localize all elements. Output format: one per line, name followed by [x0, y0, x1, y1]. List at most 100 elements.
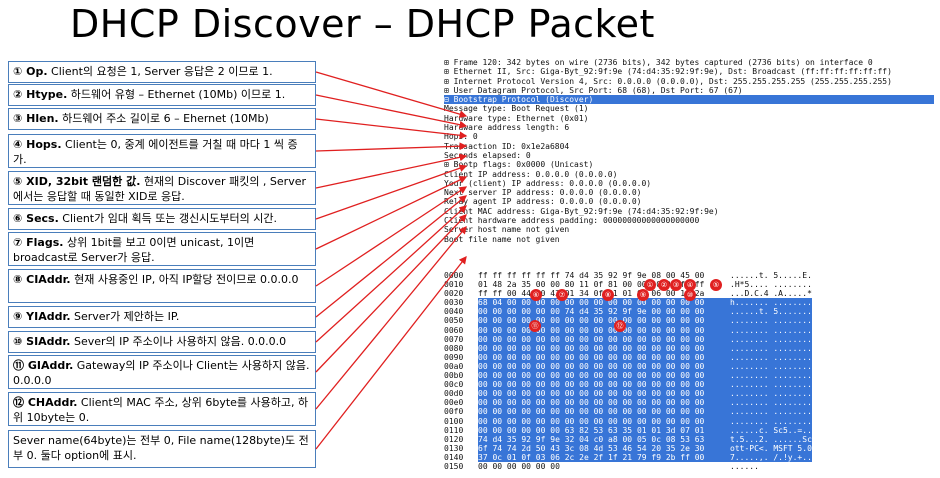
tree-item[interactable]: ⊟ Bootstrap Protocol (Discover) [444, 95, 934, 105]
tree-item[interactable]: Next server IP address: 0.0.0.0 (0.0.0.0… [444, 188, 642, 198]
field-description: Client의 요청은 1, Server 응답은 2 이므로 1. [47, 65, 273, 78]
tree-item[interactable]: Boot file name not given [444, 234, 560, 244]
tree-item[interactable]: Your (client) IP address: 0.0.0.0 (0.0.0… [444, 178, 652, 188]
tree-item[interactable]: Client IP address: 0.0.0.0 (0.0.0.0) [444, 169, 618, 179]
protocol-tree-pane[interactable]: ⊞ Frame 120: 342 bytes on wire (2736 bit… [444, 58, 934, 244]
hex-offset: 0020 [444, 289, 464, 299]
hex-bytes: ff ff ff ff ff ff 74 d4 35 92 9f 9e 08 0… [478, 271, 705, 280]
field-description: 현재 사용중인 IP, 아직 IP할당 전이므로 0.0.0.0 [70, 273, 299, 286]
byte-marker: ① [644, 279, 656, 291]
page-title: DHCP Discover – DHCP Packet [70, 2, 655, 46]
field-label: ⑧ CIAddr. [13, 273, 71, 286]
hex-offset: 00f0 [444, 407, 464, 417]
hex-offset: 0110 [444, 425, 464, 435]
hex-bytes: 00 00 00 00 00 00 00 00 00 00 00 00 00 0… [478, 352, 730, 362]
annotation-arrow [315, 176, 468, 250]
hex-offset: 0040 [444, 307, 464, 317]
hex-bytes: 00 00 00 00 00 00 00 00 00 00 00 00 00 0… [478, 398, 730, 408]
tree-item[interactable]: Hardware address length: 6 [444, 123, 570, 133]
annotation-arrow [315, 255, 467, 450]
field-description: Sever의 IP 주소이나 사용하지 않음. 0.0.0.0 [70, 335, 287, 348]
tree-item[interactable]: Relay agent IP address: 0.0.0.0 (0.0.0.0… [444, 197, 642, 207]
hex-ascii: t.5...2. ......Sc [730, 434, 812, 444]
field-box: ② Htype. 하드웨어 유형 – Ethernet (10Mb) 이므로 1… [8, 84, 316, 106]
hex-bytes: 00 00 00 00 00 00 00 00 00 00 00 00 00 0… [478, 316, 730, 326]
annotation-arrow [315, 71, 468, 118]
hex-offset: 00d0 [444, 389, 464, 399]
tree-item[interactable]: Seconds elapsed: 0 [444, 150, 531, 160]
hex-ascii: ........ ........ [730, 316, 812, 326]
hex-bytes: ff ff 00 44 00 43 01 34 0f 41 01 01 06 0… [478, 289, 705, 299]
tree-item[interactable]: Hardware type: Ethernet (0x01) [444, 113, 589, 123]
field-description: Client의 MAC 주소, 상위 6byte를 사용하고, 하위 10byt… [13, 396, 309, 424]
hex-ascii: ........ ........ [730, 398, 812, 408]
hex-row[interactable]: 00d0 00 00 00 00 00 00 00 00 00 00 00 00 … [444, 389, 812, 399]
byte-marker: ⑧ [602, 289, 614, 301]
tree-item[interactable]: Message type: Boot Request (1) [444, 104, 589, 114]
hex-offset: 0010 [444, 280, 464, 290]
field-label: ⑩ SIAddr. [13, 335, 71, 348]
hex-ascii: ........ ........ [730, 361, 812, 372]
tree-item[interactable]: Transaction ID: 0x1e2a6804 [444, 141, 570, 151]
hex-bytes: 00 00 00 00 00 00 00 00 00 00 00 00 00 0… [478, 380, 730, 390]
hex-row[interactable]: 0010 01 48 2a 35 00 00 80 11 0f 81 00 00 … [444, 280, 812, 289]
tree-item[interactable]: ⊞ Internet Protocol Version 4, Src: 0.0.… [444, 76, 892, 86]
field-box: ① Op. Client의 요청은 1, Server 응답은 2 이므로 1. [8, 61, 316, 83]
field-label: ② Htype. [13, 88, 68, 101]
tree-item[interactable]: ⊞ Ethernet II, Src: Giga-Byt_92:9f:9e (7… [444, 67, 892, 77]
hex-row[interactable]: 0020 ff ff 00 44 00 43 01 34 0f 41 01 01 … [444, 289, 812, 298]
hex-ascii: ...D.C.4 .A.....* [730, 289, 812, 299]
annotation-arrow [315, 214, 467, 373]
annotation-arrow [315, 118, 468, 140]
hex-offset: 0080 [444, 343, 464, 353]
annotation-arrow [315, 186, 468, 287]
tree-item[interactable]: Client MAC address: Giga-Byt_92:9f:9e (7… [444, 206, 719, 216]
tree-item[interactable]: ⊞ Frame 120: 342 bytes on wire (2736 bit… [444, 58, 873, 67]
hex-offset: 0030 [444, 298, 464, 308]
hex-ascii: ......t. 5....... [730, 307, 812, 317]
tree-item[interactable]: ⊞ Bootp flags: 0x0000 (Unicast) [444, 160, 594, 170]
hex-bytes: 74 d4 35 92 9f 9e 32 04 c0 a8 00 05 0c 0… [478, 434, 730, 444]
hex-bytes: 6f 74 74 2d 50 43 3c 08 4d 53 46 54 20 3… [478, 443, 730, 453]
tree-item[interactable]: ⊞ User Datagram Protocol, Src Port: 68 (… [444, 85, 743, 95]
hex-bytes: 00 00 00 00 00 00 00 00 00 00 00 00 00 0… [478, 371, 730, 381]
field-label: ⑥ Secs. [13, 212, 59, 225]
annotation-arrow [315, 225, 467, 410]
field-box: ⑥ Secs. Client가 임대 획득 또는 갱신시도부터의 시간. [8, 208, 316, 230]
hex-row[interactable]: 0050 00 00 00 00 00 00 00 00 00 00 00 00 … [444, 316, 812, 326]
hex-bytes: 00 00 00 00 00 00 00 00 00 00 00 00 00 0… [478, 389, 730, 399]
field-description: 상위 1bit를 보고 0이면 unicast, 1이면 broadcast로 … [13, 236, 255, 264]
hex-ascii: ........ ........ [730, 334, 812, 344]
tree-item[interactable]: Client hardware address padding: 0000000… [444, 216, 700, 226]
hex-ascii: ........ ........ [730, 389, 812, 399]
field-label: ⑫ CHAddr. [13, 396, 78, 409]
tree-item[interactable]: Server host name not given [444, 225, 570, 235]
annotation-arrow [315, 142, 468, 152]
hex-bytes: 00 00 00 00 00 00 [478, 461, 560, 471]
hex-offset: 0050 [444, 316, 464, 326]
hex-ascii: ........ ........ [730, 416, 812, 426]
field-description: 현재의 Discover 패킷의 , Server에서는 응답할 때 동일한 X… [13, 175, 306, 203]
hex-row[interactable]: 00b0 00 00 00 00 00 00 00 00 00 00 00 00 … [444, 371, 812, 381]
hex-offset: 00b0 [444, 371, 464, 381]
hex-bytes: 01 48 2a 35 00 00 80 11 0f 81 00 00 00 0… [478, 280, 705, 290]
hex-offset: 0070 [444, 334, 464, 344]
